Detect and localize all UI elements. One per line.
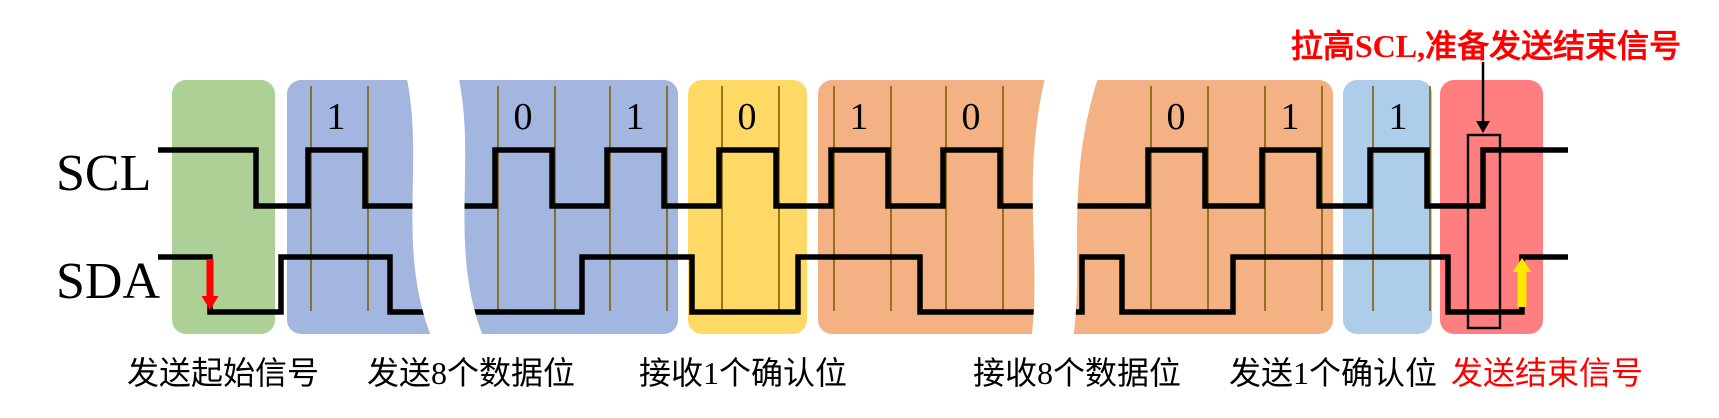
sda-fall-arrow-head — [201, 296, 219, 310]
bit-value-5: 1 — [850, 96, 869, 138]
bit-value-2: 0 — [514, 96, 533, 138]
phase-region-3 — [688, 80, 807, 334]
bit-value-9: 1 — [1389, 96, 1408, 138]
bit-value-7: 0 — [1167, 96, 1186, 138]
scl-pull-high-note: 拉高SCL,准备发送结束信号 — [1291, 28, 1681, 64]
phase-label-2: 发送8个数据位 — [367, 355, 575, 391]
phase-region-1 — [172, 80, 275, 334]
phase-label-4: 接收8个数据位 — [973, 355, 1181, 391]
bit-value-4: 0 — [738, 96, 757, 138]
sda-rise-arrow-head — [1512, 258, 1532, 272]
bit-value-8: 1 — [1281, 96, 1300, 138]
stop-condition-marker — [1466, 133, 1502, 330]
scl-waveform — [158, 147, 1568, 209]
phase-label-3: 接收1个确认位 — [639, 355, 847, 391]
phase-label-1: 发送起始信号 — [127, 355, 319, 391]
bit-value-6: 0 — [962, 96, 981, 138]
phase-label-6: 发送结束信号 — [1451, 355, 1643, 391]
scl-label: SCL — [56, 145, 151, 202]
phase-label-5: 发送1个确认位 — [1229, 355, 1437, 391]
waveform-break-band — [404, 66, 488, 348]
bit-value-3: 1 — [626, 96, 645, 138]
phase-region-5 — [1343, 80, 1432, 334]
note-pointer-arrow-head — [1476, 121, 1490, 133]
sda-label: SDA — [56, 253, 160, 310]
sda-waveform — [158, 254, 1568, 315]
bit-value-1: 1 — [327, 96, 346, 138]
waveform-break-band — [1030, 66, 1102, 348]
